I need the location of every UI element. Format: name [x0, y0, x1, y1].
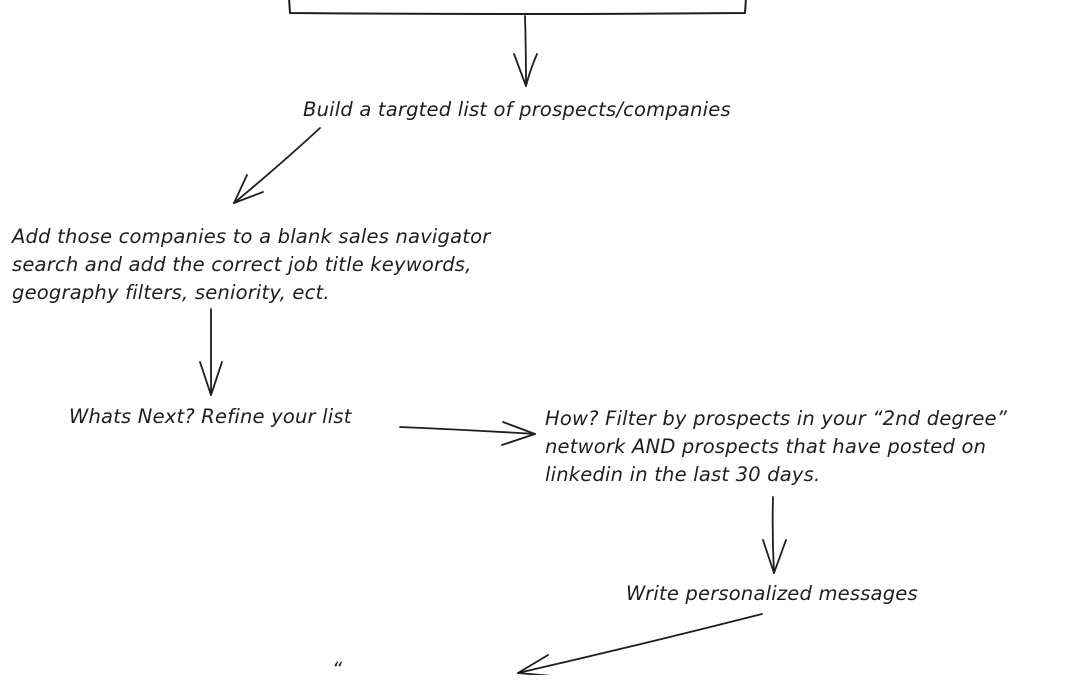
- node-how: How? Filter by prospects in your “2nd de…: [545, 405, 1007, 489]
- arrow-add-to-next: [199, 308, 223, 396]
- node-write-messages: Write personalized messages: [626, 582, 918, 605]
- arrow-write-to-next-step: [517, 613, 763, 675]
- node-how-line: linkedin in the last 30 days.: [545, 463, 821, 486]
- arrow-build-to-add: [233, 127, 321, 204]
- arrow-next-to-how: [399, 421, 536, 446]
- node-how-line: How? Filter by prospects in your “2nd de…: [545, 407, 1008, 430]
- node-partial-quote: “: [332, 658, 343, 681]
- arrow-top-to-build: [513, 15, 538, 87]
- node-add-companies-line: search and add the correct job title key…: [12, 253, 472, 276]
- node-add-companies-line: Add those companies to a blank sales nav…: [12, 225, 491, 248]
- top-box: [288, 0, 747, 15]
- node-add-companies: Add those companies to a blank sales nav…: [12, 223, 490, 307]
- node-whats-next: Whats Next? Refine your list: [69, 405, 352, 428]
- node-how-line: network AND prospects that have posted o…: [545, 435, 987, 458]
- arrow-how-to-write: [762, 496, 787, 574]
- node-build-list: Build a targted list of prospects/compan…: [303, 98, 731, 121]
- node-add-companies-line: geography filters, seniority, ect.: [12, 281, 330, 304]
